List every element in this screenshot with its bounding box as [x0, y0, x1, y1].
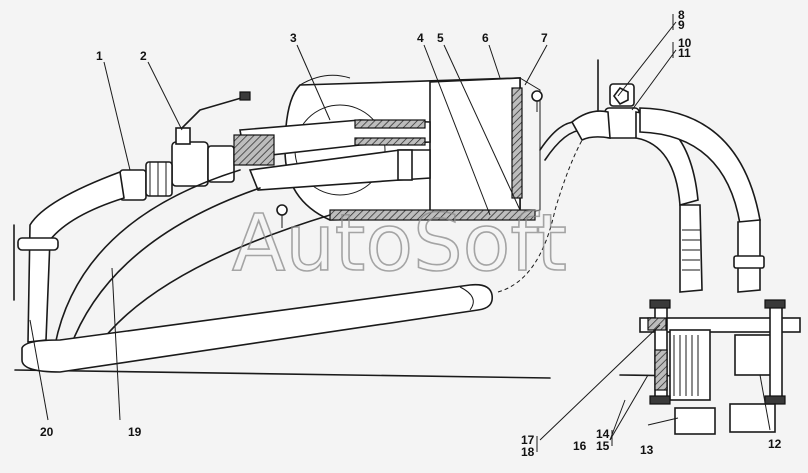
tank-clamp — [276, 90, 543, 228]
watermark: AutoSoft — [232, 199, 567, 289]
right-hoses — [570, 59, 765, 293]
main-hoses — [13, 169, 494, 373]
callout-10: 10 — [678, 36, 692, 50]
callout-9: 9 — [678, 18, 685, 32]
callout-1: 1 — [96, 49, 103, 63]
callout-15: 15 — [596, 439, 610, 453]
callout-3: 3 — [290, 31, 297, 45]
callout-7: 7 — [541, 31, 548, 45]
callout-20: 20 — [40, 425, 54, 439]
callout-14: 14 — [596, 427, 610, 441]
callout-16: 16 — [573, 439, 587, 453]
flange-assembly — [639, 299, 801, 435]
callout-11: 11 — [678, 46, 691, 60]
callout-6: 6 — [482, 31, 489, 45]
callout-8: 8 — [678, 8, 685, 22]
callout-13: 13 — [640, 443, 654, 457]
leader-lines — [29, 14, 771, 452]
inner-pipes — [239, 119, 431, 191]
callout-2: 2 — [140, 49, 147, 63]
callout-19: 19 — [128, 425, 142, 439]
ground-line — [14, 369, 691, 379]
callout-18: 18 — [521, 445, 535, 459]
callout-5: 5 — [437, 31, 444, 45]
callout-12: 12 — [768, 437, 782, 451]
ball-valve — [171, 91, 275, 187]
callout-17: 17 — [521, 433, 535, 447]
drain-line-dashed — [497, 134, 586, 293]
callout-4: 4 — [417, 31, 424, 45]
hose-fitting — [119, 161, 173, 201]
